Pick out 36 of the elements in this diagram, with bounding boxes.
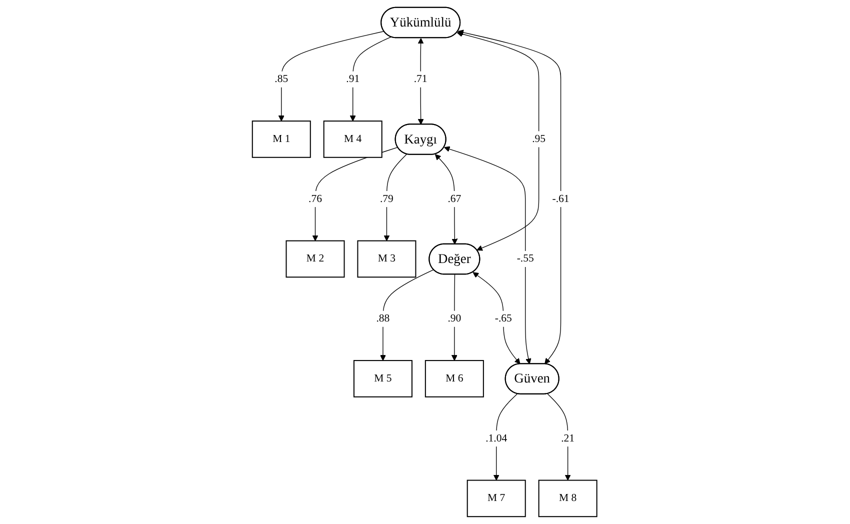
edge-label: .85 <box>275 73 289 85</box>
edge-label: .1.04 <box>486 432 508 444</box>
edge-label: -.55 <box>517 252 534 264</box>
edge-label: .71 <box>414 73 428 85</box>
arrow <box>458 30 562 364</box>
arrow <box>278 30 385 122</box>
arrow <box>473 272 521 364</box>
arrow <box>444 146 532 364</box>
edge-label: .91 <box>346 73 360 85</box>
edge-label: .95 <box>532 133 546 145</box>
arrow <box>312 146 398 242</box>
node-box: M 3 <box>358 240 417 278</box>
node-box: M 5 <box>354 360 413 398</box>
edge-label: -.61 <box>552 193 570 204</box>
arrow <box>350 36 392 122</box>
edge-label: .21 <box>561 432 575 444</box>
edge-label: .76 <box>308 193 322 204</box>
node-box: M 7 <box>467 480 526 518</box>
arrow <box>457 31 540 251</box>
node-box: M 8 <box>538 480 598 518</box>
edge-label: .79 <box>380 193 394 204</box>
node-box: M 2 <box>286 240 346 278</box>
node-box: M 6 <box>425 360 484 398</box>
arrow <box>494 393 518 481</box>
arrow <box>380 269 434 361</box>
edge-label: .88 <box>376 312 390 324</box>
arrow <box>384 154 408 242</box>
node-box: M 4 <box>324 120 383 158</box>
node-box: M 1 <box>252 120 312 158</box>
edge-label: -.65 <box>495 312 512 324</box>
arrow <box>435 154 458 244</box>
arrow <box>452 274 458 361</box>
edge-label: .90 <box>448 312 462 324</box>
arrow <box>418 38 424 125</box>
arrow <box>548 393 572 481</box>
edge-label: .67 <box>448 193 462 204</box>
